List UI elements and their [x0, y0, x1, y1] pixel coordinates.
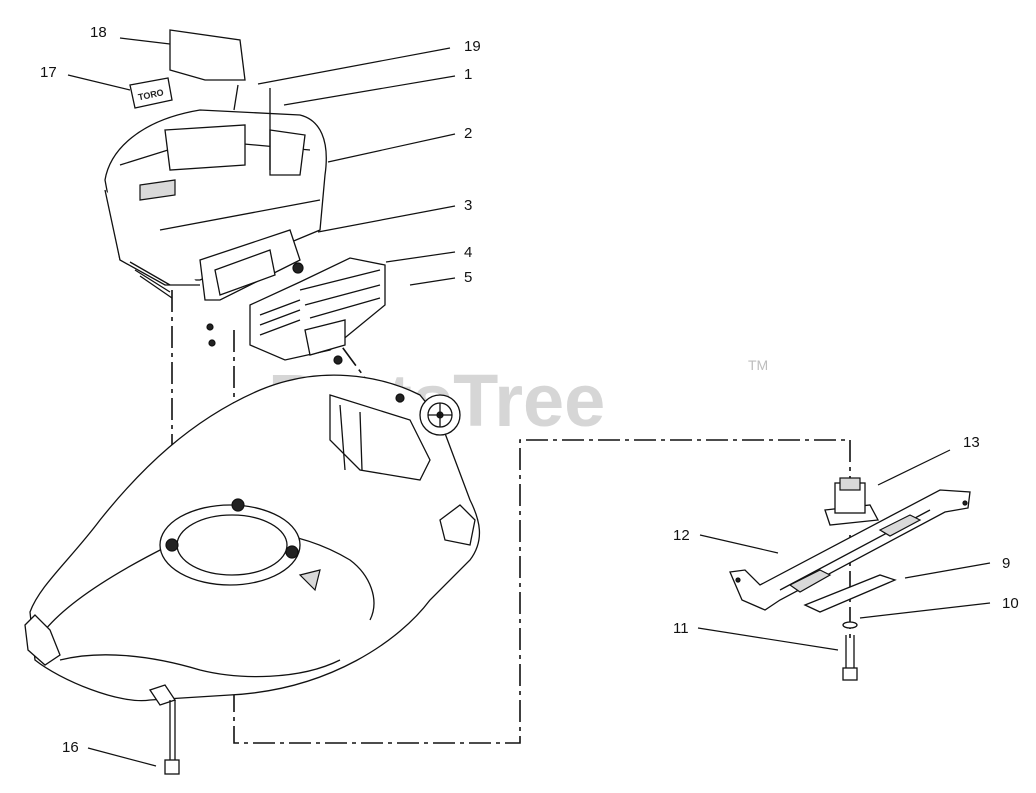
callout-13: 13: [963, 434, 980, 451]
callout-5: 5: [464, 269, 472, 286]
callout-18: 18: [90, 24, 107, 41]
callout-11: 11: [673, 620, 689, 637]
muffler-guard: [206, 257, 405, 403]
leader-4: [385, 251, 456, 263]
callout-2: 2: [464, 125, 472, 142]
leader-3: [317, 205, 456, 233]
callout-17: 17: [40, 64, 57, 81]
leader-19: [257, 47, 451, 85]
leader-lines: [67, 37, 991, 767]
leader-11: [697, 627, 839, 651]
callout-numbers: 18 19 17 1 2 3 4 5 13 12 9 10 11 16: [40, 24, 1019, 756]
toro-logo-decal: TORO: [129, 77, 173, 109]
callout-16: 16: [62, 739, 79, 756]
stiffener-plate: [803, 574, 897, 613]
callout-4: 4: [464, 244, 472, 261]
leader-17: [67, 74, 131, 91]
callout-3: 3: [464, 197, 472, 214]
blade-bolt-11: [842, 635, 858, 681]
mower-blade: [729, 489, 971, 611]
blade-adapter: [824, 477, 880, 526]
leader-18: [119, 37, 171, 45]
engine: [104, 109, 327, 301]
leader-10: [859, 602, 991, 619]
callout-1: 1: [464, 66, 472, 83]
leader-5: [409, 277, 456, 286]
dipstick: [233, 84, 271, 170]
mower-deck: [24, 374, 481, 706]
watermark-trademark: TM: [748, 357, 768, 373]
blade-bolt-16: [164, 700, 180, 775]
callout-19: 19: [464, 38, 481, 55]
leader-12: [699, 534, 779, 554]
washer: [842, 621, 858, 629]
callout-10: 10: [1002, 595, 1019, 612]
leader-1: [283, 75, 456, 106]
cover-decal: [169, 29, 246, 81]
leader-2: [327, 133, 456, 163]
leader-13: [877, 449, 951, 486]
callout-12: 12: [673, 527, 690, 544]
rear-wheel: [419, 394, 461, 436]
callout-9: 9: [1002, 555, 1010, 572]
leader-9: [904, 562, 991, 579]
leader-16: [87, 747, 157, 767]
